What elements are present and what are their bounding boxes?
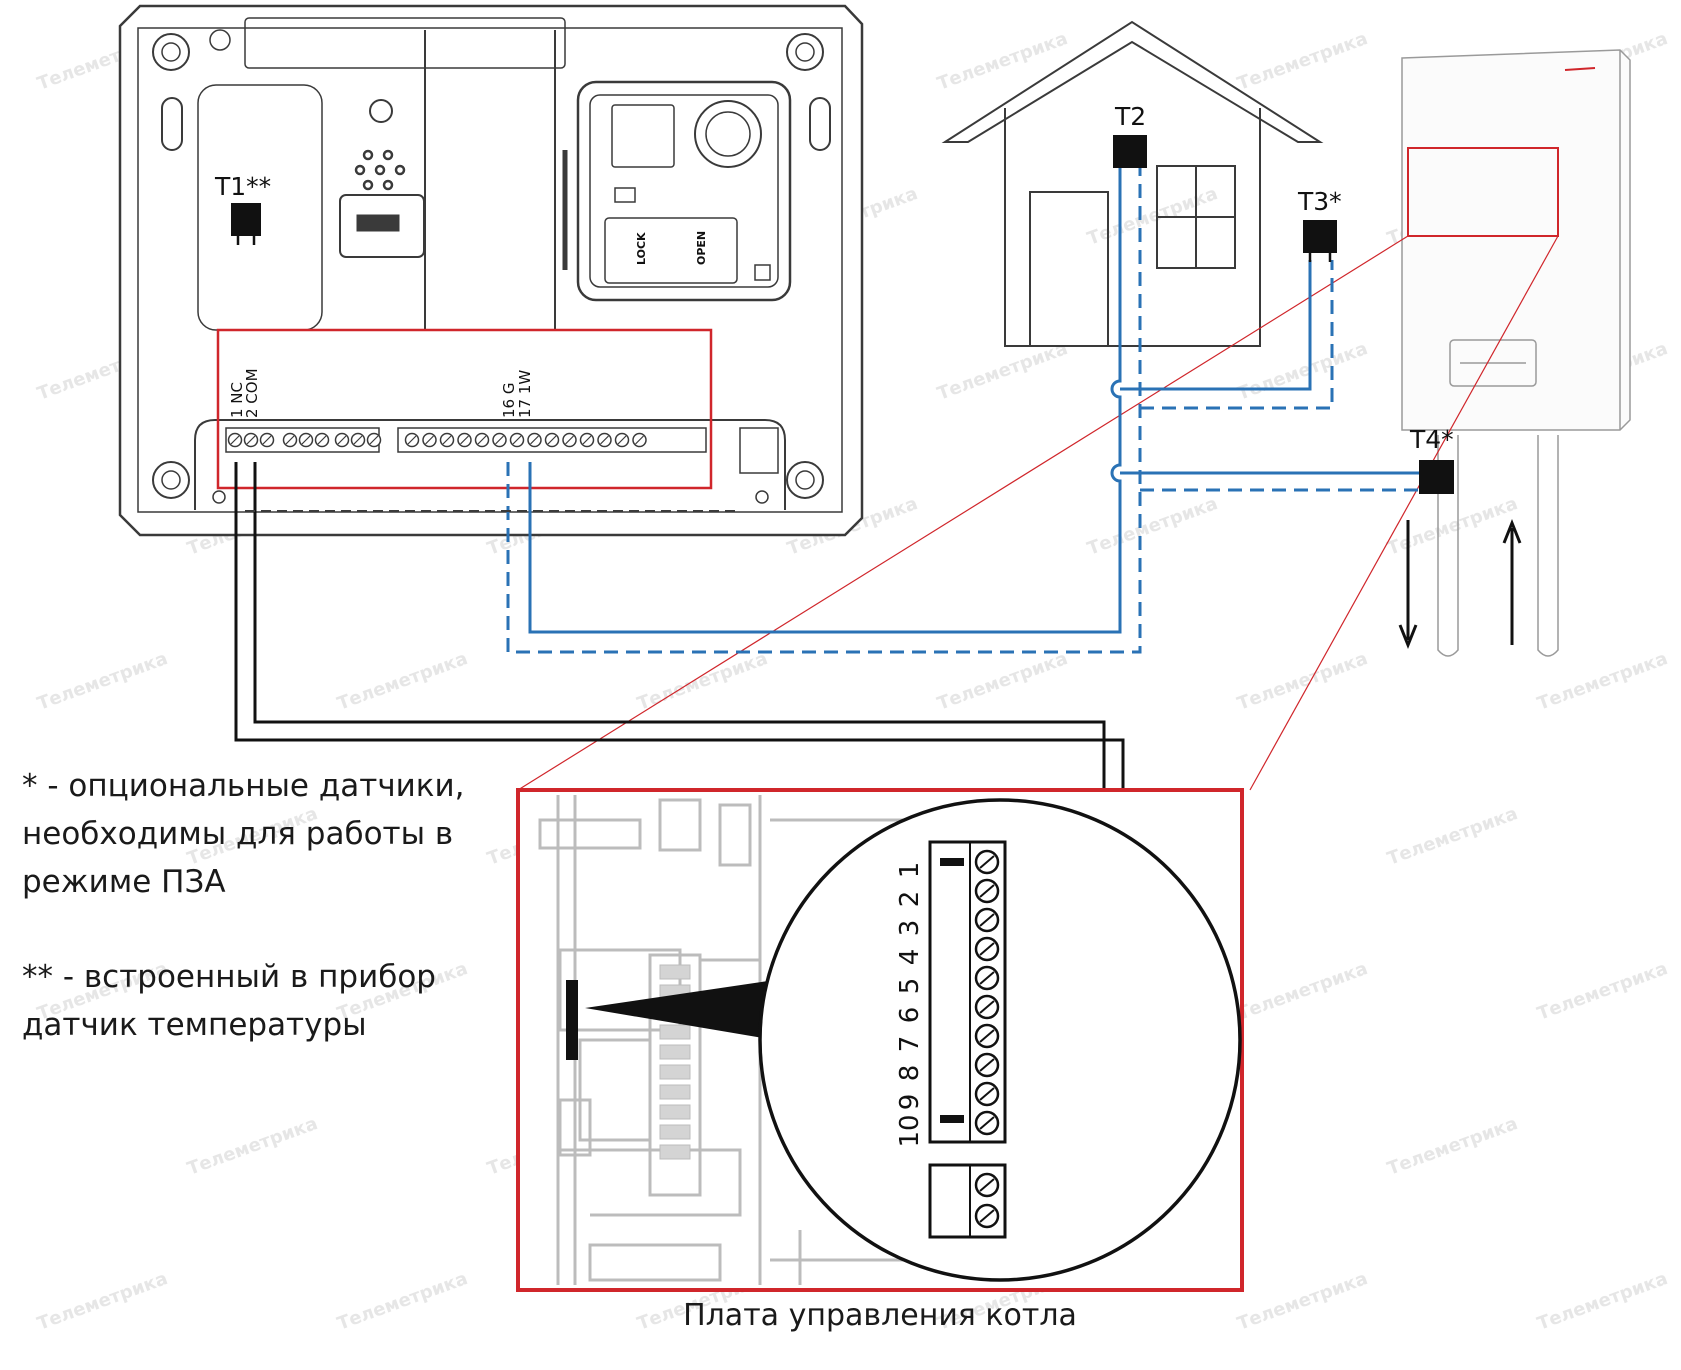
boiler-board-caption: Плата управления котла (683, 1298, 1077, 1333)
boiler-terminal-number: 4 (895, 949, 925, 966)
zoom-line-right (1249, 235, 1559, 791)
watermark-text: Телеметрика (1235, 1268, 1371, 1335)
boiler-board-detail: 1 2 3 4 5 6 7 8 9 10 (516, 788, 1244, 1292)
lock-label: LOCK (635, 232, 648, 265)
flow-up-arrow-icon (1502, 518, 1522, 645)
watermark-text: Телеметрика (1385, 493, 1521, 560)
watermark-text: Телеметрика (1235, 28, 1371, 95)
watermark-text: Телеметрика (1235, 648, 1371, 715)
watermark-text: Телеметрика (1385, 1113, 1521, 1180)
watermark-text: Телеметрика (1385, 803, 1521, 870)
sensor-bus-wire-solid (528, 168, 1425, 634)
sensor-t2-label: T2 (1114, 102, 1146, 131)
sensor-t3-label: T3* (1297, 187, 1342, 216)
terminal-highlight-box (216, 328, 713, 490)
boiler-terminal-number: 6 (895, 1007, 925, 1024)
boiler-terminal-number: 2 (895, 891, 925, 908)
boiler-terminal-number: 7 (895, 1036, 925, 1053)
boiler-terminal-number: 1 (895, 862, 925, 879)
boiler-terminal-block: 1 2 3 4 5 6 7 8 9 10 (895, 840, 1007, 1239)
watermark-text: Телеметрика (1535, 1268, 1671, 1335)
sensor-t1-label: T1** (214, 172, 271, 201)
controller-terminal-strip (225, 427, 707, 453)
open-label: OPEN (695, 231, 708, 265)
boiler-terminal-number: 3 (895, 920, 925, 937)
watermark-text: Телеметрика (935, 648, 1071, 715)
sensor-t2 (1113, 135, 1147, 168)
house (941, 20, 1324, 347)
boiler-board-highlight (1407, 147, 1559, 237)
watermark-text: Телеметрика (35, 1268, 171, 1335)
watermark-text: Телеметрика (185, 1113, 321, 1180)
zoom-line-left (517, 235, 1409, 791)
terminal-label-2: 2 COM (243, 368, 261, 418)
terminal-label-16: 16 G (500, 383, 518, 418)
terminal-label-17: 17 1W (516, 370, 534, 418)
boiler-unit (1401, 49, 1631, 657)
boiler-terminal-number: 5 (895, 978, 925, 995)
flow-down-arrow-icon (1398, 520, 1418, 650)
boiler-terminal-number: 10 (895, 1114, 925, 1147)
watermark-text: Телеметрика (935, 338, 1071, 405)
sensor-bus-wire-dashed (506, 168, 1425, 654)
boiler-terminal-number: 9 (895, 1094, 925, 1111)
note-builtin-sensor: ** - встроенный в прибор датчик температ… (22, 959, 436, 1043)
sensor-t4 (1419, 460, 1454, 494)
sensor-t1 (231, 203, 261, 245)
watermark-text: Телеметрика (1535, 648, 1671, 715)
sensor-t4-label: T4* (1409, 425, 1454, 454)
boiler-terminal-number: 8 (895, 1065, 925, 1082)
watermark-text: Телеметрика (1535, 958, 1671, 1025)
watermark-text: Телеметрика (335, 648, 471, 715)
sensor-t3 (1303, 220, 1337, 262)
watermark-text: Телеметрика (1235, 338, 1371, 405)
watermark-text: Телеметрика (35, 648, 171, 715)
watermark-text: Телеметрика (1235, 958, 1371, 1025)
watermark-text: Телеметрика (335, 1268, 471, 1335)
watermark-text: Телеметрика (1085, 493, 1221, 560)
terminal-label-1: 1 NC (228, 382, 246, 418)
controller-device (118, 4, 864, 537)
note-optional-sensors: * - опциональные датчики, необходимы для… (22, 768, 465, 900)
